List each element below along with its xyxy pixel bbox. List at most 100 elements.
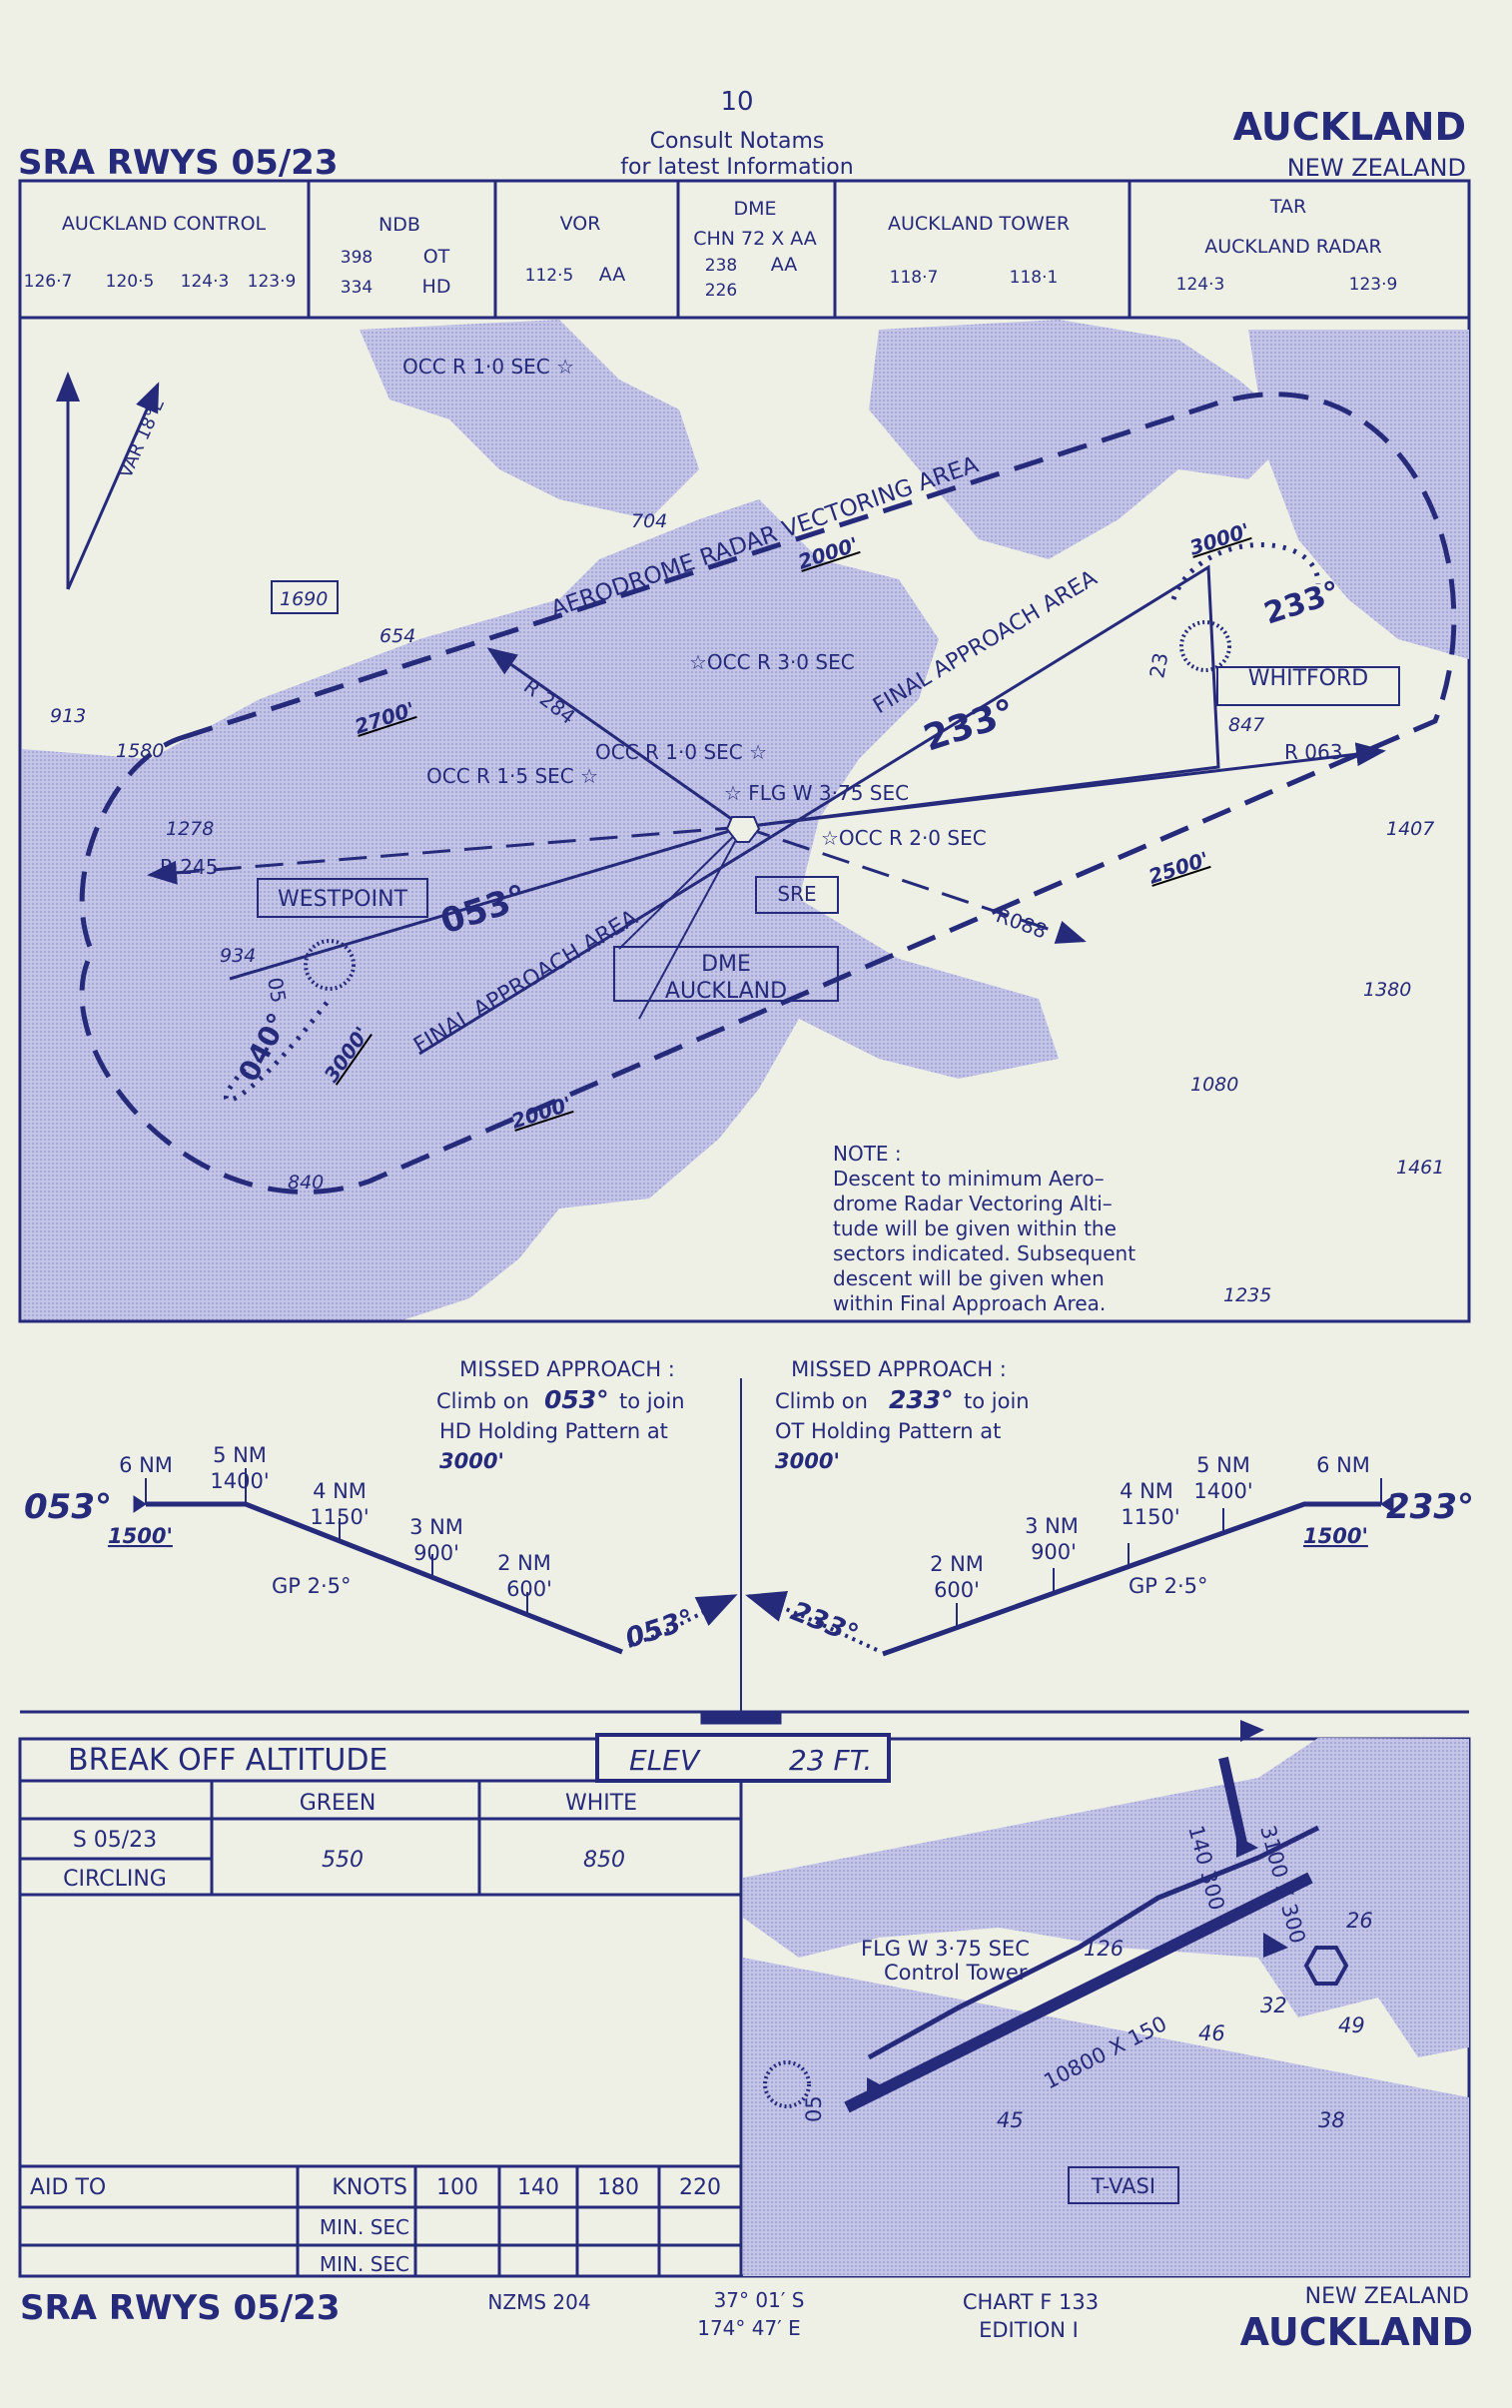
ndb-freq: 334 xyxy=(341,278,373,298)
fix-distance: 5 NM xyxy=(213,1443,267,1467)
missed-course-left: 053° xyxy=(622,1604,698,1655)
spot-elevation: 1690 xyxy=(280,588,328,610)
aerodrome-light: FLG W 3·75 SEC xyxy=(861,1937,1030,1961)
spot-height: 26 xyxy=(1346,1909,1373,1933)
course-233: 233° xyxy=(919,692,1020,760)
col-green: GREEN xyxy=(300,1791,377,1816)
control-freq: 120·5 xyxy=(106,272,155,292)
fix-altitude: 900' xyxy=(413,1541,459,1565)
note-line: NOTE : xyxy=(833,1142,902,1166)
note-line: within Final Approach Area. xyxy=(833,1291,1106,1315)
speed-140: 140 xyxy=(517,2175,559,2200)
city-title: AUCKLAND xyxy=(1233,105,1466,149)
fix-altitude: 1150' xyxy=(310,1505,369,1529)
glidepath: GP 2·5° xyxy=(272,1574,352,1598)
runway-05-label: 05 xyxy=(263,976,291,1005)
note-line: descent will be given when xyxy=(833,1266,1105,1290)
vectoring-area-boundary xyxy=(79,392,1457,1195)
chart-number: CHART F 133 xyxy=(963,2290,1099,2314)
glidepath: GP 2·5° xyxy=(1129,1574,1208,1598)
dme-box-label: DME xyxy=(701,952,751,977)
light-label: ☆OCC R 3·0 SEC xyxy=(689,650,855,674)
whitford-label: WHITFORD xyxy=(1248,666,1368,691)
missed-approach-text: to join xyxy=(964,1389,1030,1413)
fix-distance: 6 NM xyxy=(119,1453,173,1477)
spot-elevation: 847 xyxy=(1228,714,1264,736)
spot-elevation: 1580 xyxy=(116,740,164,762)
spot-elevation: 1380 xyxy=(1363,979,1411,1001)
fix-distance: 3 NM xyxy=(1025,1514,1079,1538)
tar-freq: 124·3 xyxy=(1176,275,1225,295)
fix-distance: 5 NM xyxy=(1196,1453,1250,1477)
dme-channel: CHN 72 X AA xyxy=(693,228,817,250)
knots-label: KNOTS xyxy=(332,2175,407,2200)
dme-freq: 226 xyxy=(705,281,737,301)
westpoint-label: WESTPOINT xyxy=(278,887,408,912)
course-233-holding: 233° xyxy=(1260,574,1345,631)
notice-line2: for latest Information xyxy=(620,155,853,180)
magnetic-north-arrow xyxy=(66,382,160,590)
spot-height: 46 xyxy=(1198,2021,1225,2045)
elevation-box xyxy=(595,1733,891,1783)
spot-height: 38 xyxy=(1318,2108,1345,2132)
missed-approach-altitude: 3000' xyxy=(775,1449,840,1473)
radial-label: R088 xyxy=(993,903,1050,943)
missed-approach-text: Climb on xyxy=(775,1389,868,1413)
dme-freq: 238 xyxy=(705,256,737,276)
tar-freq: 123·9 xyxy=(1349,275,1398,295)
fix-altitude: 1400' xyxy=(1193,1479,1252,1503)
col-white: WHITE xyxy=(565,1791,637,1816)
control-label: AUCKLAND CONTROL xyxy=(62,213,267,235)
tar-label: TAR xyxy=(1269,196,1306,218)
speed-180: 180 xyxy=(597,2175,639,2200)
spot-height: 49 xyxy=(1338,2013,1365,2037)
fix-distance: 3 NM xyxy=(409,1515,463,1539)
break-off-title: BREAK OFF ALTITUDE xyxy=(68,1743,387,1778)
missed-approach-text: HD Holding Pattern at xyxy=(439,1419,668,1443)
min-sec-label: MIN. SEC xyxy=(320,2215,409,2239)
spot-height: 45 xyxy=(997,2108,1024,2132)
footer-title: SRA RWYS 05/23 xyxy=(20,2288,341,2328)
vor-freq: 112·5 xyxy=(525,266,574,286)
fix-distance: 2 NM xyxy=(930,1552,984,1576)
missed-approach-text: OT Holding Pattern at xyxy=(775,1419,1001,1443)
missed-approach-course: 053° xyxy=(544,1385,609,1414)
runway-23-label: 23 xyxy=(1144,651,1172,680)
fix-altitude: 600' xyxy=(934,1578,980,1602)
runway-05-label: 05 xyxy=(802,2095,826,2122)
vor-ident: AA xyxy=(599,264,626,286)
missed-approach-title-left: MISSED APPROACH : xyxy=(459,1357,675,1381)
spot-height: 126 xyxy=(1084,1937,1124,1961)
fix-distance: 2 NM xyxy=(497,1551,551,1575)
row-circling: CIRCLING xyxy=(63,1867,167,1892)
note-line: Descent to minimum Aero– xyxy=(833,1167,1105,1191)
fix-altitude: 1150' xyxy=(1121,1505,1179,1529)
fix-altitude: 600' xyxy=(506,1577,552,1601)
aerodrome-diagram xyxy=(743,1720,1469,2276)
spot-elevation: 1080 xyxy=(1190,1074,1238,1096)
light-label: ☆ FLG W 3·75 SEC xyxy=(724,781,909,805)
t-vasi-label: T-VASI xyxy=(1091,2174,1155,2198)
light-label: OCC R 1·0 SEC ☆ xyxy=(595,740,767,764)
control-freq: 124·3 xyxy=(181,272,230,292)
speed-100: 100 xyxy=(436,2175,478,2200)
dme-ident: AA xyxy=(771,254,798,276)
spot-elevation: 704 xyxy=(631,510,667,532)
chart-title: SRA RWYS 05/23 xyxy=(18,143,339,183)
notice-line1: Consult Notams xyxy=(650,129,825,154)
longitude: 174° 47′ E xyxy=(697,2316,801,2340)
footer-country: NEW ZEALAND xyxy=(1305,2284,1469,2309)
map-linework xyxy=(20,372,1469,1323)
control-freq: 126·7 xyxy=(24,272,73,292)
elevation-value: 23 FT. xyxy=(789,1744,872,1777)
aid-to-label: AID TO xyxy=(30,2175,106,2200)
light-label: OCC R 1·5 SEC ☆ xyxy=(426,764,598,788)
map-reference: NZMS 204 xyxy=(487,2290,590,2314)
fix-altitude: 900' xyxy=(1031,1540,1077,1564)
fix-distance: 4 NM xyxy=(313,1479,367,1503)
inbound-course-left: 053° xyxy=(24,1487,112,1527)
missed-approach-text: Climb on xyxy=(436,1389,529,1413)
footer-city: AUCKLAND xyxy=(1240,2310,1473,2354)
note-line: tude will be given within the xyxy=(833,1216,1117,1240)
